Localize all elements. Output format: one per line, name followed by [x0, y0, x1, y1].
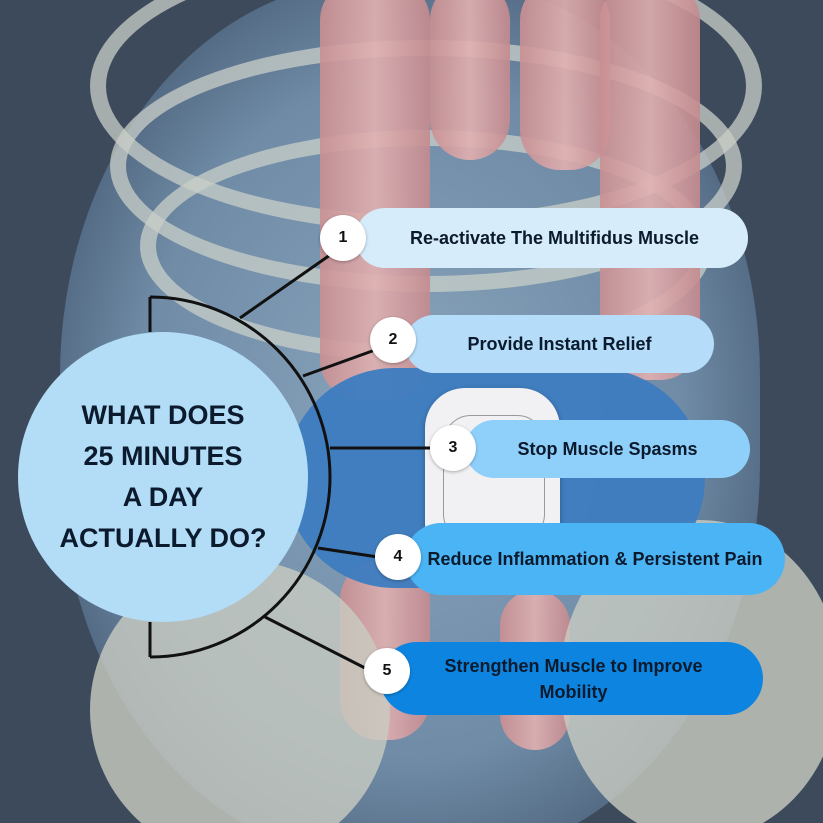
headline-line: ACTUALLY DO?	[59, 523, 267, 553]
muscle	[430, 0, 510, 160]
connector-4	[317, 546, 379, 559]
benefit-number-1: 1	[320, 215, 366, 261]
headline-line: WHAT DOES	[81, 400, 245, 430]
benefit-number-2: 2	[370, 317, 416, 363]
benefit-pill-2: Provide Instant Relief	[405, 315, 714, 373]
muscle	[520, 0, 610, 170]
benefit-number-4: 4	[375, 534, 421, 580]
connector-5	[264, 615, 366, 670]
benefit-label: Stop Muscle Spasms	[517, 439, 698, 459]
benefit-label: Reduce Inflammation & Persistent Pain	[427, 549, 763, 569]
benefit-label: Strengthen Muscle to Improve Mobility	[444, 655, 703, 702]
headline-line: 25 MINUTES	[83, 441, 243, 471]
benefit-label: Provide Instant Relief	[467, 334, 652, 354]
benefit-number-5: 5	[364, 648, 410, 694]
benefit-pill-1: Re-activate The Multifidus Muscle	[355, 208, 748, 268]
benefit-number-3: 3	[430, 425, 476, 471]
benefit-pill-5: Strengthen Muscle to Improve Mobility	[380, 642, 763, 715]
bracket-arc	[148, 295, 332, 659]
benefit-pill-4: Reduce Inflammation & Persistent Pain	[405, 523, 785, 595]
headline-line: A DAY	[122, 482, 204, 512]
connector-2	[302, 348, 376, 378]
headline-circle: WHAT DOES 25 MINUTES A DAY ACTUALLY DO?	[18, 332, 308, 622]
benefit-pill-3: Stop Muscle Spasms	[465, 420, 750, 478]
connector-1	[239, 253, 331, 320]
benefit-label: Re-activate The Multifidus Muscle	[409, 228, 700, 248]
